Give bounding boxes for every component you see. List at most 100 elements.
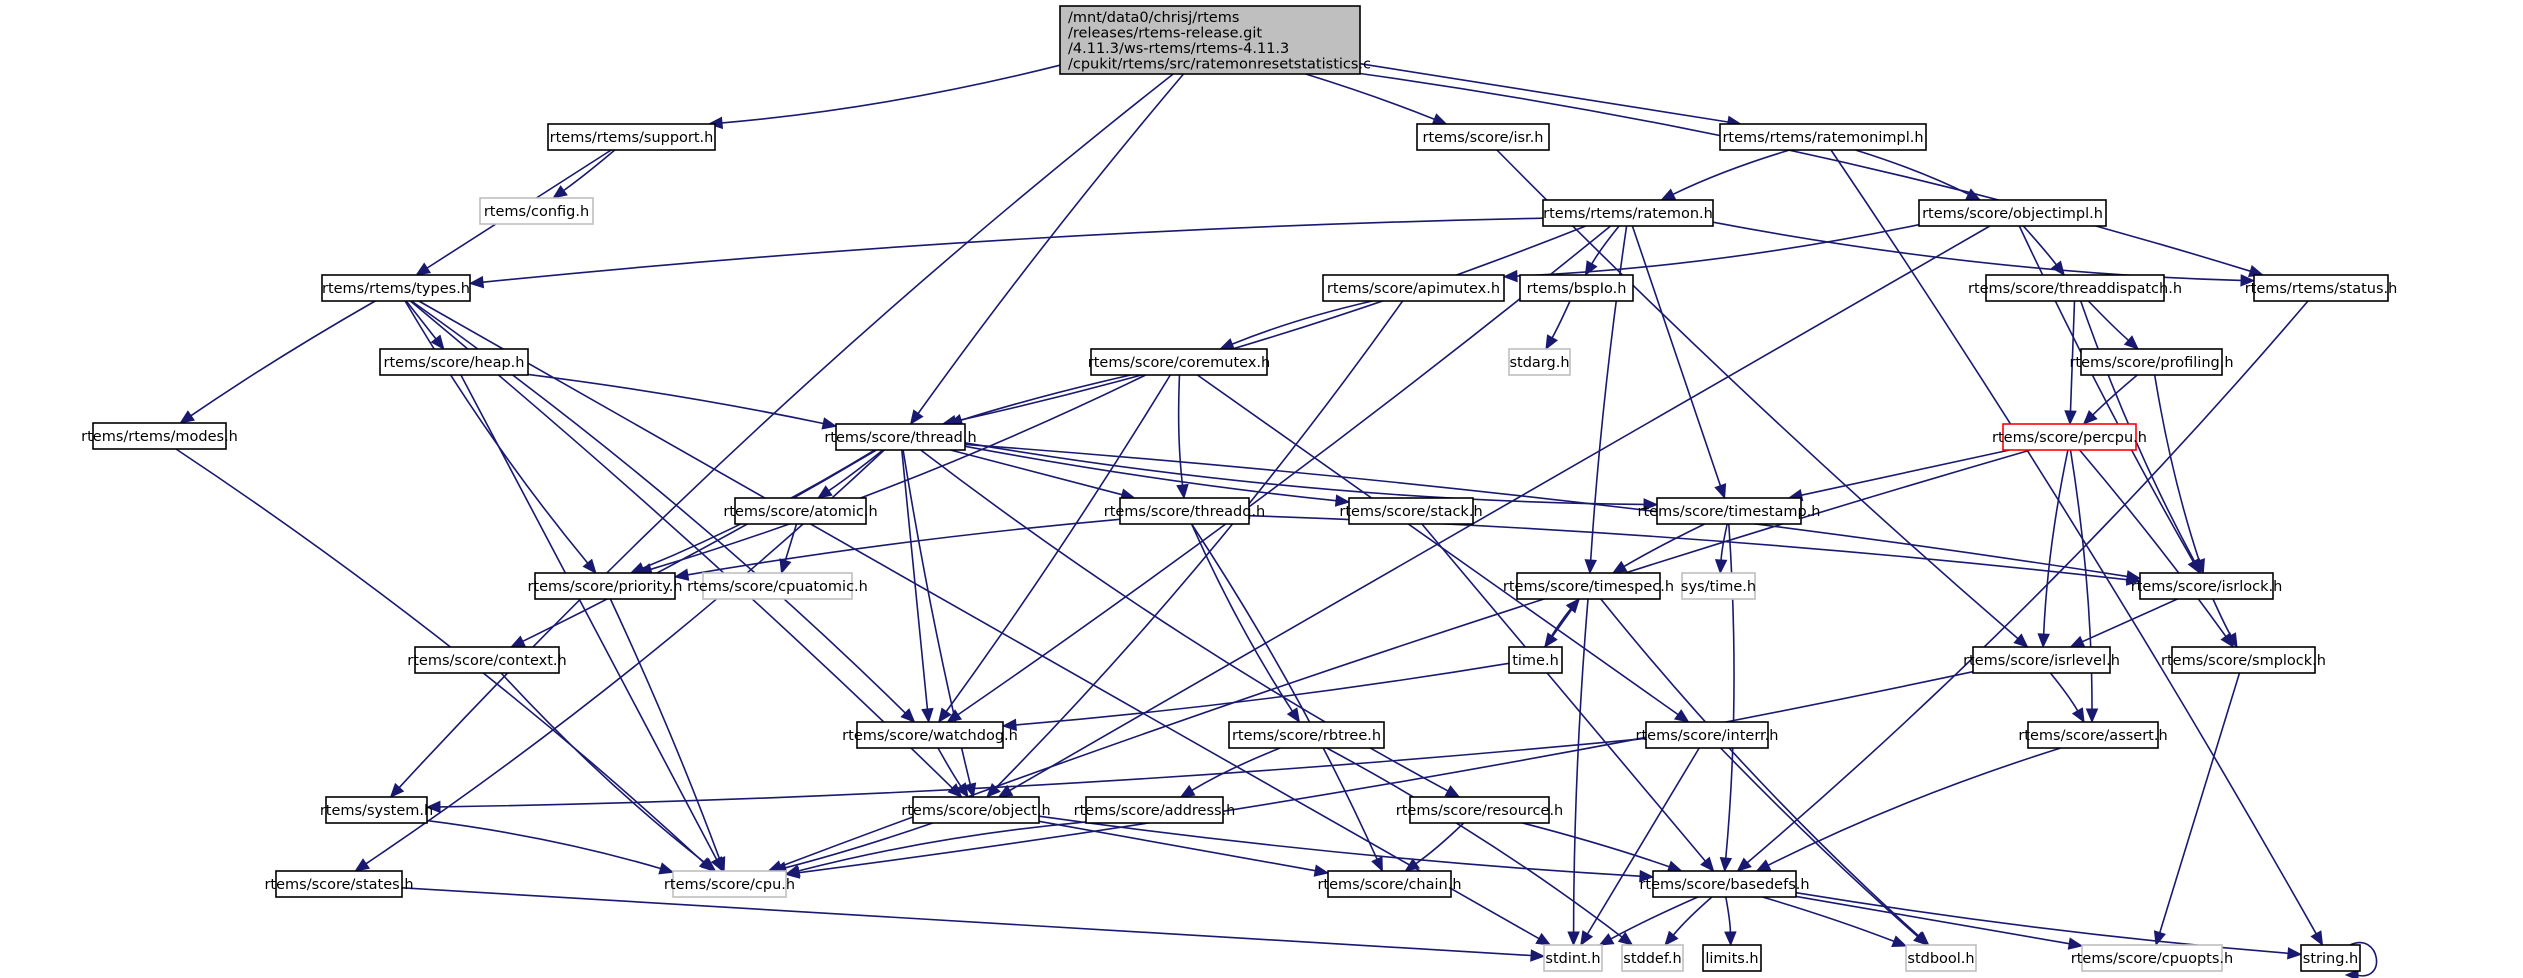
node-timespec[interactable]: rtems/score/timespec.h [1503,572,1674,600]
edge-priority-to-cpu [609,598,726,873]
node-assert[interactable]: rtems/score/assert.h [2018,721,2168,749]
node-box [1985,274,2165,302]
node-types[interactable]: rtems/rtems/types.h [321,274,471,302]
node-box [1905,944,1977,972]
node-box [1416,123,1550,151]
node-interr[interactable]: rtems/score/interr.h [1636,721,1779,749]
node-coremutex[interactable]: rtems/score/coremutex.h [1088,348,1270,376]
node-label: rtems/score/timestamp.h [1638,504,1821,520]
edge-line [2022,225,2057,266]
node-thread[interactable]: rtems/score/thread.h [824,423,977,451]
node-isrlock[interactable]: rtems/score/isrlock.h [2131,572,2283,600]
node-heap[interactable]: rtems/score/heap.h [379,348,529,376]
edge-line [1795,895,2070,945]
node-box [1656,497,1802,525]
node-profiling[interactable]: rtems/score/profiling.h [2069,348,2234,376]
arrowhead-icon [909,409,924,426]
node-percpu[interactable]: rtems/score/percpu.h [1992,423,2147,451]
edge-objectimpl-to-threaddispatch [2022,225,2065,277]
edge-object-to-chain [1038,820,1330,877]
edge-line [1762,896,1895,943]
arrowhead-icon [1286,707,1301,724]
node-isrlevel[interactable]: rtems/score/isrlevel.h [1963,646,2120,674]
edge-line [1544,608,1572,648]
node-smplock[interactable]: rtems/score/smplock.h [2161,646,2326,674]
edge-coremutex-to-watchdog [937,374,1171,724]
edge-line [950,449,1123,496]
node-objectimpl[interactable]: rtems/score/objectimpl.h [1918,199,2107,227]
node-rbtree[interactable]: rtems/score/rbtree.h [1228,721,1385,749]
node-modes[interactable]: rtems/rtems/modes.h [81,422,238,450]
node-resource[interactable]: rtems/score/resource.h [1396,796,1564,824]
node-box [1519,274,1634,302]
edge-line [1801,449,2010,496]
edge-line [1196,374,1679,716]
edge-line [500,672,706,864]
edge-line [2042,449,2069,635]
arrowhead-icon [1444,785,1461,798]
node-threaddispatch[interactable]: rtems/score/threaddispatch.h [1968,274,2182,302]
root-node[interactable]: /mnt/data0/chrisj/rtems/releases/rtems-r… [1059,5,1371,75]
node-atomic[interactable]: rtems/score/atomic.h [723,497,878,525]
arrowhead-icon [1660,188,1677,201]
arrowhead-icon [1502,269,1518,283]
edge-line [1830,149,2317,935]
node-address[interactable]: rtems/score/address.h [1074,796,1236,824]
node-box [1719,123,1927,151]
node-label: rtems/score/rbtree.h [1232,728,1381,744]
node-timestamp[interactable]: rtems/score/timestamp.h [1638,497,1821,525]
root-node-box [1059,5,1361,75]
node-chain[interactable]: rtems/score/chain.h [1317,870,1462,898]
node-isr[interactable]: rtems/score/isr.h [1416,123,1550,151]
node-system[interactable]: rtems/system.h [320,796,433,824]
node-limits[interactable]: limits.h [1702,944,1762,972]
node-states[interactable]: rtems/score/states.h [264,870,414,898]
edge-line [1672,149,1790,196]
arrowhead-icon [1176,483,1189,500]
node-label: rtems/score/timespec.h [1503,579,1674,595]
node-bspio[interactable]: rtems/bspIo.h [1519,274,1634,302]
node-box [1119,497,1250,525]
node-threadq[interactable]: rtems/score/threadq.h [1104,497,1266,525]
edge-line [563,149,616,192]
edge-line [401,887,1532,957]
edge-line [2212,598,2232,636]
arrowhead-icon [2193,558,2205,575]
node-stack[interactable]: rtems/score/stack.h [1339,497,1483,525]
edge-line [1855,149,1969,195]
edge-basedefs-to-stddef [1664,896,1713,946]
edge-line [687,518,1121,576]
edge-percpu-to-smplock [2078,449,2235,649]
node-object[interactable]: rtems/score/object.h [901,796,1051,824]
edge-line [527,373,824,425]
arrowhead-icon [1891,935,1908,948]
node-timeh[interactable]: time.h [1508,646,1563,674]
node-ratemonimpl[interactable]: rtems/rtems/ratemonimpl.h [1719,123,1927,151]
arrowhead-icon [1565,598,1581,614]
node-status[interactable]: rtems/rtems/status.h [2245,274,2398,302]
edge-threadq-to-chain [1190,523,1383,873]
node-apimutex[interactable]: rtems/score/apimutex.h [1322,274,1505,302]
node-label: rtems/score/cpu.h [664,877,795,893]
node-label: rtems/rtems/modes.h [81,429,238,445]
arrowhead-icon [1913,931,1929,946]
edge-percpu-to-timestamp [1787,449,2010,502]
node-priority[interactable]: rtems/score/priority.h [527,572,683,600]
node-context[interactable]: rtems/score/context.h [407,646,567,674]
arrowhead-icon [700,857,717,872]
node-ratemon[interactable]: rtems/rtems/ratemon.h [1542,199,1714,227]
edge-interr-to-stdint [1580,747,1700,947]
edge-context-to-cpu [500,672,717,872]
node-support[interactable]: rtems/rtems/support.h [547,123,716,151]
node-label: sys/time.h [1681,579,1756,595]
node-box [1542,199,1714,227]
arrowhead-icon [1001,718,1017,732]
edge-line [1725,896,1732,933]
edge-thread-to-atomic [817,449,884,499]
edge-bspio-to-stdarg [1545,300,1571,351]
arrowhead-icon [713,856,726,873]
arrowhead-icon [1714,483,1727,500]
node-basedefs[interactable]: rtems/score/basedefs.h [1639,870,1810,898]
node-watchdog[interactable]: rtems/score/watchdog.h [842,721,1018,749]
node-string[interactable]: string.h [2300,944,2361,972]
